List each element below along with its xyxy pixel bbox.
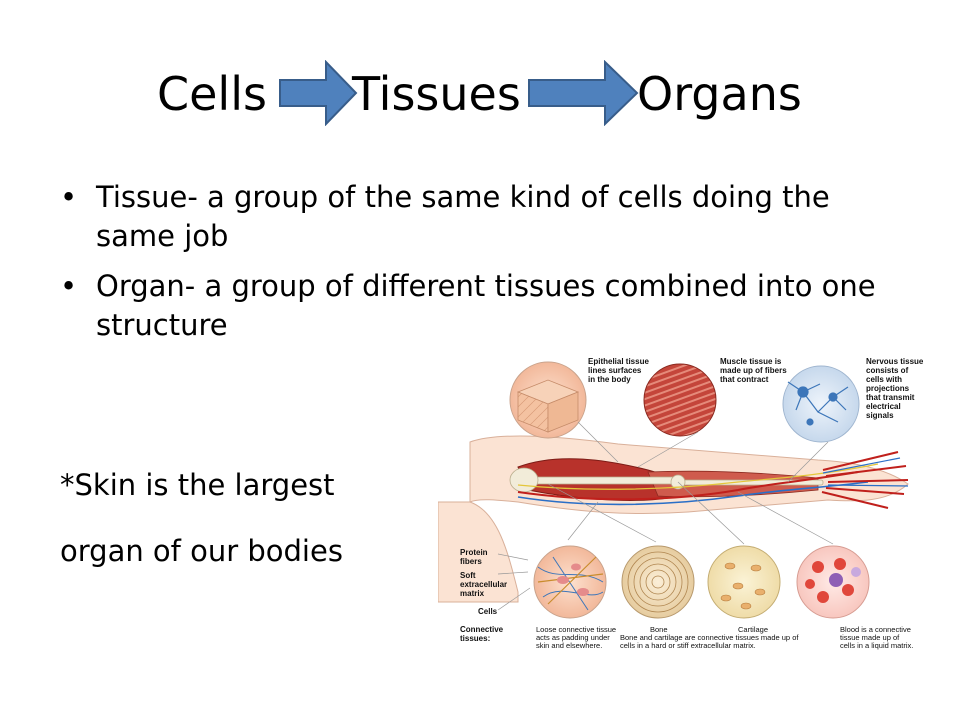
skin-note-line1: *Skin is the largest [60, 468, 335, 502]
blood-caption: Blood is a connective tissue made up of … [840, 625, 913, 650]
soft-matrix-label: Soft extracellular matrix [460, 571, 509, 598]
bone-tissue-icon [627, 551, 689, 613]
loose-connective-caption: Loose connective tissue acts as padding … [536, 625, 618, 650]
epithelial-label: Epithelial tissue lines surfaces in the … [588, 357, 651, 384]
arrow-right-icon [528, 60, 639, 126]
skin-note-line2: organ of our bodies [60, 534, 343, 568]
connective-label: Connective tissues: [460, 625, 505, 643]
tissue-illustration: Epithelial tissue lines surfaces in the … [438, 357, 926, 650]
bullet-item: Tissue- a group of the same kind of cell… [60, 178, 910, 256]
bone-label: Bone [650, 625, 668, 634]
epithelial-cube-icon [516, 379, 580, 433]
bone-cartilage-caption: Bone and cartilage are connective tissue… [620, 633, 801, 650]
loose-connective-icon [537, 556, 604, 611]
title-organs: Organs [637, 67, 802, 121]
cartilage-tissue-icon [720, 562, 766, 610]
title-cells: Cells [157, 67, 267, 121]
nerve-cells-icon [787, 381, 849, 426]
bullet-list: Tissue- a group of the same kind of cell… [60, 178, 910, 356]
bullet-item: Organ- a group of different tissues comb… [60, 267, 910, 345]
muscle-tissue-icon [643, 363, 717, 437]
cells-label: Cells [478, 607, 498, 616]
nervous-label: Nervous tissue consists of cells with pr… [866, 357, 926, 420]
protein-fibers-label: Protein fibers [460, 548, 490, 566]
blood-cells-icon [805, 558, 861, 603]
arrow-right-icon [279, 60, 358, 126]
cartilage-label: Cartilage [738, 625, 768, 634]
title-tissues: Tissues [352, 67, 521, 121]
muscle-label: Muscle tissue is made up of fibers that … [720, 357, 789, 384]
